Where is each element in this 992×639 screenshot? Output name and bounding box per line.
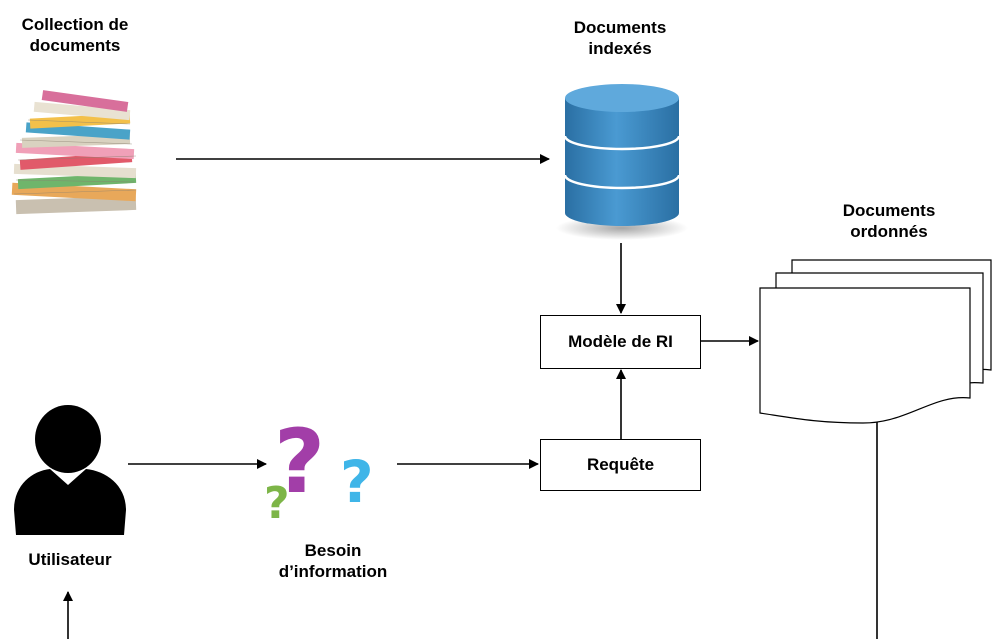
- indexed-label: Documents indexés: [545, 17, 695, 59]
- indexed-label-line1: Documents: [573, 18, 667, 37]
- question-marks-icon: ? ? ?: [264, 412, 374, 522]
- user-label: Utilisateur: [28, 550, 112, 569]
- document-stack-icon: [11, 90, 137, 215]
- model-box: Modèle de RI: [540, 315, 701, 369]
- collection-label-line1: Collection de: [21, 15, 129, 34]
- user-icon: [14, 405, 126, 535]
- query-box: Requête: [540, 439, 701, 491]
- collection-label-line2: documents: [29, 36, 121, 55]
- indexed-label-line2: indexés: [588, 39, 652, 58]
- svg-text:?: ?: [264, 478, 290, 522]
- svg-text:?: ?: [340, 448, 374, 516]
- need-label-line1: Besoin: [304, 541, 362, 560]
- database-icon: [556, 84, 688, 240]
- collection-label: Collection de documents: [0, 14, 150, 56]
- ranked-label-line1: Documents: [842, 201, 936, 220]
- document-pages-icon: [759, 259, 992, 424]
- need-label: Besoin d’information: [258, 540, 408, 582]
- ranked-label-line2: ordonnés: [850, 222, 928, 241]
- svg-text:?: ?: [274, 412, 325, 513]
- ranked-label: Documents ordonnés: [814, 200, 964, 242]
- need-label-line2: d’information: [278, 562, 388, 581]
